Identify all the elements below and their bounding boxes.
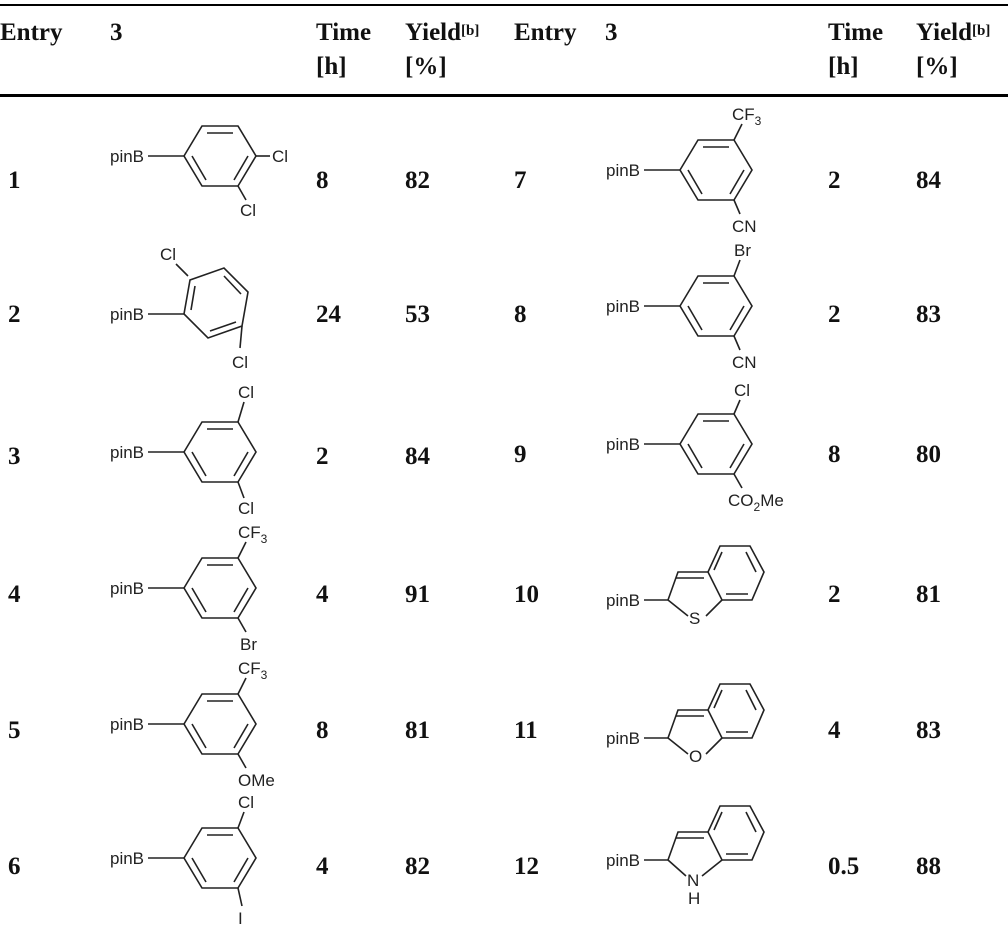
structure-entry-5: pinB CF3 OMe: [110, 659, 275, 790]
svg-text:Br: Br: [240, 635, 257, 654]
svg-text:pinB: pinB: [110, 443, 144, 462]
svg-text:pinB: pinB: [606, 161, 640, 180]
header-yield-left: Yield[b] [%]: [405, 19, 480, 80]
entry-5-time: 8: [316, 717, 329, 744]
entry-6-time: 4: [316, 853, 329, 880]
structure-entry-2: Cl pinB Cl: [110, 245, 249, 372]
structure-entry-7: pinB CF3 CN: [606, 105, 762, 236]
svg-text:Cl: Cl: [240, 201, 256, 220]
entry-12-yield: 88: [916, 853, 941, 880]
entry-11-time: 4: [828, 717, 841, 744]
structure-entry-4: pinB CF3 Br: [110, 523, 268, 654]
entry-7-yield: 84: [916, 167, 941, 194]
structure-entry-12: pinB N H: [606, 805, 765, 908]
entry-6-number: 6: [8, 853, 21, 880]
entry-7-number: 7: [514, 167, 527, 194]
svg-text:Cl: Cl: [238, 793, 254, 812]
header-compound-left: 3: [110, 19, 123, 46]
svg-text:Cl: Cl: [272, 147, 288, 166]
svg-text:Cl: Cl: [238, 383, 254, 402]
entry-12-number: 12: [514, 853, 539, 880]
entry-10-yield: 81: [916, 581, 941, 608]
svg-text:Cl: Cl: [238, 499, 254, 518]
entry-2-yield: 53: [405, 301, 430, 328]
svg-text:pinB: pinB: [110, 715, 144, 734]
entry-4-time: 4: [316, 581, 329, 608]
svg-text:I: I: [238, 909, 243, 928]
structure-entry-1: pinB Cl Cl: [110, 125, 288, 220]
svg-text:pinB: pinB: [606, 851, 640, 870]
structure-entry-9: pinB Cl CO2Me: [606, 381, 784, 514]
header-entry-left: Entry: [0, 19, 63, 46]
entry-2-time: 24: [316, 301, 341, 328]
entry-7-time: 2: [828, 167, 841, 194]
header-yield-right: Yield[b] [%]: [916, 19, 991, 80]
structure-entry-3: pinB Cl Cl: [110, 383, 257, 518]
entry-3-time: 2: [316, 443, 329, 470]
entry-9-time: 8: [828, 441, 841, 468]
svg-text:pinB: pinB: [110, 305, 144, 324]
entry-1-number: 1: [8, 167, 21, 194]
svg-text:Br: Br: [734, 241, 751, 260]
entry-4-yield: 91: [405, 581, 430, 608]
entry-1-yield: 82: [405, 167, 430, 194]
svg-text:CN: CN: [732, 217, 757, 236]
svg-text:CF3: CF3: [238, 523, 268, 546]
svg-text:Cl: Cl: [160, 245, 176, 264]
svg-text:pinB: pinB: [110, 147, 144, 166]
svg-text:CN: CN: [732, 353, 757, 372]
svg-text:CO2Me: CO2Me: [728, 491, 784, 514]
svg-text:Cl: Cl: [232, 353, 248, 372]
entry-8-time: 2: [828, 301, 841, 328]
svg-text:OMe: OMe: [238, 771, 275, 790]
svg-text:H: H: [688, 889, 700, 908]
svg-text:N: N: [687, 871, 699, 890]
entry-1-time: 8: [316, 167, 329, 194]
entry-2-number: 2: [8, 301, 21, 328]
structure-entry-6: pinB Cl I: [110, 793, 257, 928]
top-rule: [0, 4, 1008, 6]
entry-5-yield: 81: [405, 717, 430, 744]
svg-text:pinB: pinB: [110, 579, 144, 598]
header-rule: [0, 94, 1008, 97]
svg-text:pinB: pinB: [606, 729, 640, 748]
entry-10-time: 2: [828, 581, 841, 608]
svg-text:pinB: pinB: [606, 435, 640, 454]
entry-11-number: 11: [514, 717, 538, 744]
svg-text:pinB: pinB: [606, 591, 640, 610]
header-compound-right: 3: [605, 19, 618, 46]
header-time-left: Time[h]: [316, 19, 372, 80]
entry-6-yield: 82: [405, 853, 430, 880]
svg-text:Cl: Cl: [734, 381, 750, 400]
entry-9-yield: 80: [916, 441, 941, 468]
entry-4-number: 4: [8, 581, 21, 608]
structure-entry-8: pinB Br CN: [606, 241, 757, 372]
header-entry-right: Entry: [514, 19, 577, 46]
svg-text:CF3: CF3: [732, 105, 762, 128]
structure-entry-11: pinB O: [606, 683, 765, 766]
entry-8-number: 8: [514, 301, 527, 328]
svg-text:pinB: pinB: [606, 297, 640, 316]
svg-text:pinB: pinB: [110, 849, 144, 868]
entry-8-yield: 83: [916, 301, 941, 328]
header-time-right: Time[h]: [828, 19, 884, 80]
svg-text:CF3: CF3: [238, 659, 268, 682]
entry-5-number: 5: [8, 717, 21, 744]
entry-3-number: 3: [8, 443, 21, 470]
entry-10-number: 10: [514, 581, 539, 608]
entry-9-number: 9: [514, 441, 527, 468]
svg-text:S: S: [689, 609, 700, 628]
structure-entry-10: pinB S: [606, 545, 765, 628]
entry-3-yield: 84: [405, 443, 430, 470]
entry-11-yield: 83: [916, 717, 941, 744]
svg-text:O: O: [689, 747, 702, 766]
entry-12-time: 0.5: [828, 853, 860, 880]
